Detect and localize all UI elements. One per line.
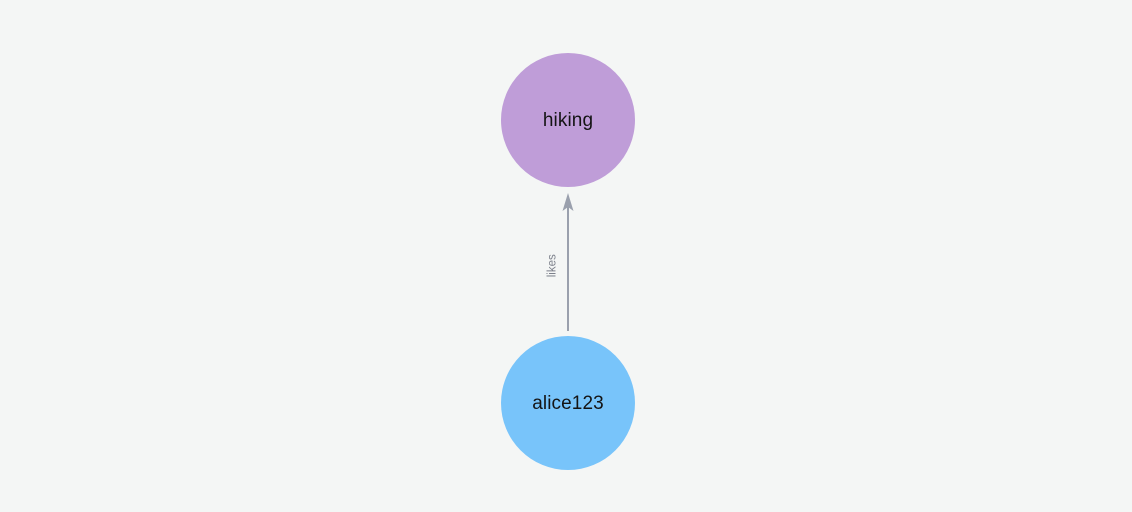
graph-node-label: alice123 <box>532 392 604 414</box>
graph-node-alice123[interactable]: alice123 <box>501 336 635 470</box>
edge-arrowhead-icon <box>562 193 574 211</box>
edge-label-likes: likes <box>546 254 559 278</box>
graph-node-hiking[interactable]: hiking <box>501 53 635 187</box>
graph-node-label: hiking <box>542 109 594 131</box>
